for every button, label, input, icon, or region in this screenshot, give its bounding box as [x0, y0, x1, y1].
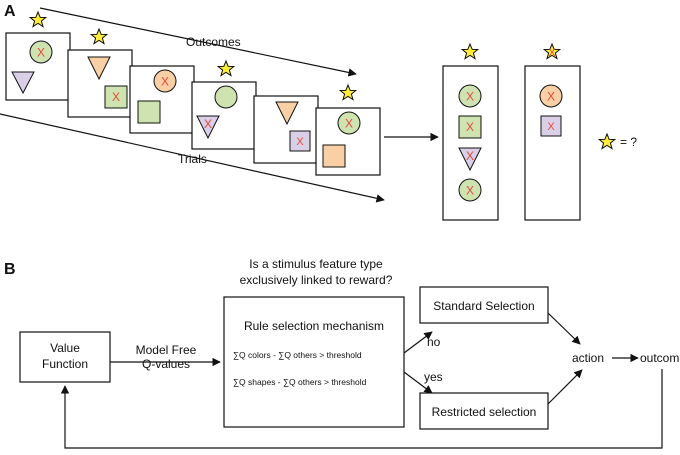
- no-arrow: [403, 331, 433, 354]
- green-circle-icon: [337, 111, 361, 135]
- outcomes-arrow: [39, 7, 357, 77]
- orange-triangle-icon: [87, 56, 111, 81]
- trial-card-4: X: [191, 60, 257, 150]
- reward-star-icon: [461, 43, 479, 60]
- green-square-icon: [104, 85, 128, 109]
- outcome-label: outcome: [640, 351, 680, 365]
- x-mark: X: [547, 90, 555, 104]
- purple-square-icon: [289, 130, 311, 152]
- purple-square-icon: [540, 115, 562, 137]
- value-function-line-1: Value: [50, 341, 80, 355]
- model-free-line-1: Model Free: [136, 343, 197, 357]
- green-circle-icon: [29, 40, 53, 64]
- star-legend-icon: [598, 133, 616, 150]
- trials-label: Trials: [178, 152, 207, 166]
- trial-card-1: X: [5, 11, 71, 101]
- rule-selection-title: Rule selection mechanism: [244, 319, 384, 333]
- restricted-selection-label: Restricted selection: [432, 405, 537, 419]
- rule-shapes-formula: ∑Q shapes - ∑Q others > threshold: [233, 377, 367, 387]
- model-free-line-2: Q-values: [142, 357, 190, 371]
- trial-card-3: X: [129, 65, 195, 134]
- star-legend-label: = ?: [620, 135, 637, 149]
- panel-letter-a: A: [4, 3, 16, 20]
- standard-selection-label: Standard Selection: [433, 299, 534, 313]
- x-mark: X: [466, 120, 474, 134]
- outcomes-label: Outcomes: [186, 35, 241, 49]
- unrewarded-features-column: X X X: [524, 43, 581, 221]
- trial-card-6: X: [315, 84, 381, 176]
- feedback-loop-arrow: [60, 369, 663, 449]
- green-square-icon: [137, 100, 161, 124]
- reward-star-icon: [217, 60, 235, 77]
- purple-triangle-icon: [11, 71, 35, 95]
- green-square-icon: [458, 115, 482, 139]
- standard-to-action-arrow: [547, 312, 581, 345]
- x-mark: X: [112, 90, 120, 104]
- restricted-selection-box: [419, 392, 549, 430]
- yes-label: yes: [424, 370, 443, 384]
- x-mark: X: [547, 121, 555, 133]
- trial-card-5: X: [253, 95, 319, 164]
- question-line-1: Is a stimulus feature type: [249, 257, 383, 271]
- reward-star-icon: [29, 11, 47, 28]
- x-mark: X: [296, 136, 304, 148]
- green-circle-icon: [458, 178, 482, 202]
- value-function-line-2: Function: [42, 357, 88, 371]
- x-mark: X: [37, 46, 45, 60]
- yes-arrow: [403, 371, 433, 394]
- rule-selection-box: [223, 296, 405, 428]
- action-label: action: [572, 351, 604, 365]
- green-circle-icon: [458, 84, 482, 108]
- x-mark: X: [466, 184, 474, 198]
- reward-star-icon: [339, 84, 357, 101]
- green-circle-icon: [214, 85, 238, 109]
- rule-colors-formula: ∑Q colors - ∑Q others > threshold: [233, 350, 362, 360]
- reward-star-icon: [90, 28, 108, 45]
- purple-triangle-icon: [458, 147, 482, 172]
- x-mark: X: [466, 90, 474, 104]
- orange-circle-icon: [153, 69, 177, 93]
- question-line-2: exclusively linked to reward?: [240, 273, 393, 287]
- x-mark: X: [345, 117, 353, 131]
- trials-arrow: [0, 113, 385, 203]
- x-mark: X: [204, 117, 212, 131]
- no-label: no: [427, 335, 441, 349]
- orange-triangle-icon: [275, 101, 299, 126]
- value-function-box: [19, 331, 111, 383]
- standard-selection-box: [419, 286, 549, 324]
- orange-square-icon: [322, 144, 346, 168]
- restricted-to-action-arrow: [547, 369, 583, 405]
- orange-circle-icon: [539, 84, 563, 108]
- x-mark: X: [161, 75, 169, 89]
- x-mark: X: [466, 149, 474, 163]
- x-mark: X: [548, 47, 556, 59]
- panel-letter-b: B: [4, 261, 16, 278]
- trial-card-2: X: [67, 28, 133, 118]
- rewarded-features-column: X X X X: [442, 43, 499, 221]
- purple-triangle-icon: [196, 115, 220, 140]
